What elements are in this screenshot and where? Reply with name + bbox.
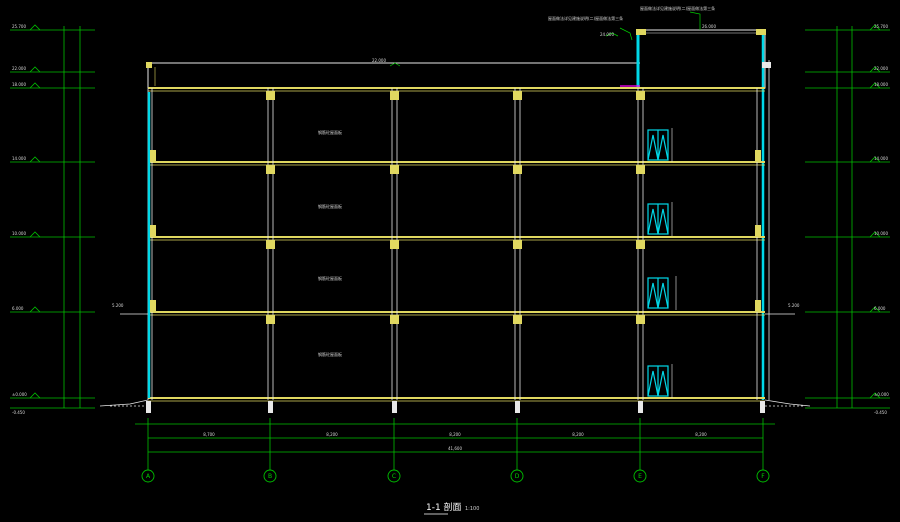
left-level-labels: 25.700 22.000 18.000 14.000 10.000 6.000… bbox=[12, 24, 27, 415]
level-label: 25.700 bbox=[874, 24, 888, 29]
room-label: 钢筋砼屋面板 bbox=[318, 351, 342, 357]
ground-level-right: 5.200 bbox=[788, 303, 800, 308]
stair-level-label: 24.000 bbox=[600, 32, 614, 37]
roof-outline bbox=[146, 11, 771, 400]
drawing-scale: 1:100 bbox=[465, 506, 479, 512]
level-label: -0.450 bbox=[12, 410, 25, 415]
right-level-labels: 25.700 22.000 18.000 14.000 10.000 6.000… bbox=[874, 24, 889, 415]
left-level-dimensions bbox=[10, 24, 95, 409]
beam-drops bbox=[150, 91, 761, 324]
level-label: -0.450 bbox=[874, 410, 887, 415]
annotation-notes: 屋面做法详见建施说明(二)屋面做法第三条 屋面做法详见建施说明(二)屋面做法第三… bbox=[548, 5, 715, 21]
bay-dim: 8,200 bbox=[449, 432, 461, 437]
level-label: 22.000 bbox=[12, 66, 26, 71]
columns bbox=[147, 88, 758, 400]
axis-dimensions bbox=[135, 418, 775, 470]
axis-label: E bbox=[638, 473, 642, 480]
parapet-level-label: 26.000 bbox=[702, 24, 716, 29]
axis-label: C bbox=[392, 473, 396, 480]
annotation-note: 屋面做法详见建施说明(二)屋面做法第三条 bbox=[548, 15, 623, 21]
stair-window-dims bbox=[671, 128, 677, 398]
room-label: 钢筋砼屋面板 bbox=[318, 275, 342, 281]
level-label: 25.700 bbox=[12, 24, 26, 29]
axis-label: B bbox=[268, 473, 272, 480]
ground-level-left: 5.200 bbox=[112, 303, 124, 308]
bay-dim: 8,700 bbox=[203, 432, 215, 437]
drawing-title: 1-1 剖面 bbox=[426, 501, 462, 513]
level-label: 10.000 bbox=[874, 231, 888, 236]
level-label: 6.000 bbox=[12, 306, 24, 311]
total-dim: 41,600 bbox=[448, 446, 462, 451]
level-label: 14.000 bbox=[12, 156, 26, 161]
roof-level-label: 22.000 bbox=[372, 58, 386, 63]
bay-dimension-labels: 8,700 8,200 8,200 8,200 8,200 41,600 bbox=[203, 432, 707, 451]
floor-slabs bbox=[148, 87, 765, 402]
level-label: 14.000 bbox=[874, 156, 888, 161]
room-label: 钢筋砼屋面板 bbox=[318, 203, 342, 209]
axis-label: A bbox=[146, 473, 151, 480]
level-label: 22.000 bbox=[874, 66, 888, 71]
level-label: 10.000 bbox=[12, 231, 26, 236]
level-label: 18.000 bbox=[874, 82, 888, 87]
roof-labels: 22.000 26.000 24.000 5.200 5.200 bbox=[112, 24, 800, 308]
level-label: 6.000 bbox=[874, 306, 886, 311]
annotation-note: 屋面做法详见建施说明(二)屋面做法第三条 bbox=[640, 5, 715, 11]
room-labels: 钢筋砼屋面板 钢筋砼屋面板 钢筋砼屋面板 钢筋砼屋面板 bbox=[318, 129, 342, 357]
axis-label: D bbox=[515, 473, 520, 480]
room-label: 钢筋砼屋面板 bbox=[318, 129, 342, 135]
axis-labels: A B C D E F bbox=[146, 473, 765, 480]
axis-label: F bbox=[761, 473, 765, 480]
level-label: ±0.000 bbox=[874, 392, 889, 397]
level-label: 18.000 bbox=[12, 82, 26, 87]
axis-bubbles bbox=[141, 469, 770, 483]
right-level-dimensions bbox=[805, 24, 890, 409]
stair-windows bbox=[647, 129, 669, 397]
bay-dim: 8,200 bbox=[695, 432, 707, 437]
ground bbox=[99, 313, 811, 413]
bay-dim: 8,200 bbox=[326, 432, 338, 437]
bay-dim: 8,200 bbox=[572, 432, 584, 437]
level-label: ±0.000 bbox=[12, 392, 27, 397]
